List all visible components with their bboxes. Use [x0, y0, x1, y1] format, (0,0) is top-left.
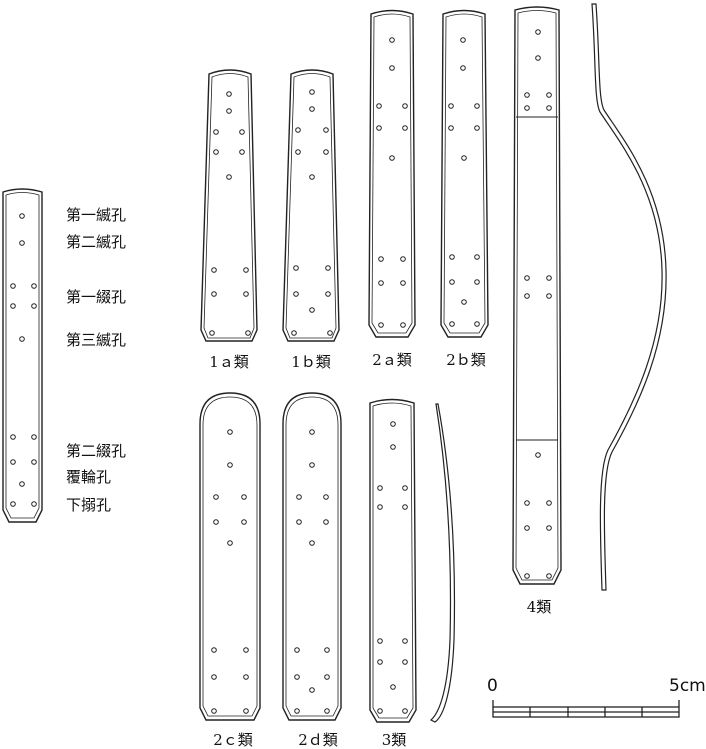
label-first-odoshi-hole: 第一縅孔	[66, 206, 127, 224]
plate-outline	[368, 9, 416, 338]
plate-2b	[440, 9, 489, 338]
caption-type-2b: 2ｂ類	[446, 351, 486, 369]
plate-outline	[440, 9, 489, 338]
label-first-toji-hole: 第一綴孔	[66, 288, 127, 306]
plate-2d	[282, 392, 342, 721]
plate-holes	[291, 89, 333, 336]
label-fukurin-hole: 覆輪孔	[66, 468, 112, 486]
scale-label-start: 0	[487, 676, 498, 696]
caption-type-2a: 2ａ類	[372, 351, 412, 369]
plate-2c	[199, 392, 261, 721]
scale-label-end: 5cm	[669, 676, 706, 696]
plate-holes	[10, 213, 37, 507]
plate-4	[512, 6, 562, 585]
plate-holes	[448, 37, 480, 327]
plate-holes	[294, 429, 330, 714]
caption-type-3: 3類	[381, 731, 407, 749]
label-third-odoshi-hole: 第三縅孔	[66, 331, 127, 349]
caption-type-1b: 1ｂ類	[291, 353, 331, 371]
plate-2a	[368, 9, 416, 338]
plate-holes	[377, 421, 408, 714]
plate-holes	[376, 37, 408, 328]
plate-outline	[199, 392, 261, 721]
plate-1a	[200, 69, 258, 342]
label-second-odoshi-hole: 第二縅孔	[66, 233, 127, 251]
scale-bar	[492, 700, 680, 718]
plate-1b	[282, 69, 340, 342]
caption-type-2d: 2ｄ類	[298, 731, 338, 749]
plate-4-side-profile	[591, 3, 667, 591]
plate-outline	[512, 6, 562, 585]
plate-holes	[211, 429, 249, 714]
plate-outline	[200, 69, 258, 342]
plate-outline	[282, 392, 342, 721]
plate-3-side-profile	[429, 403, 456, 723]
plate-outline	[369, 398, 417, 723]
reference-plate	[2, 188, 43, 523]
plate-outline	[2, 188, 43, 523]
label-shitagarami-hole: 下搦孔	[66, 496, 112, 514]
plate-outline	[282, 69, 340, 342]
caption-type-4: 4類	[526, 598, 552, 616]
label-second-toji-hole: 第二綴孔	[66, 442, 127, 460]
plate-holes	[524, 29, 552, 579]
caption-type-2c: 2ｃ類	[213, 731, 253, 749]
caption-type-1a: 1ａ類	[209, 353, 249, 371]
plate-holes	[209, 91, 251, 336]
plate-3	[369, 398, 417, 723]
